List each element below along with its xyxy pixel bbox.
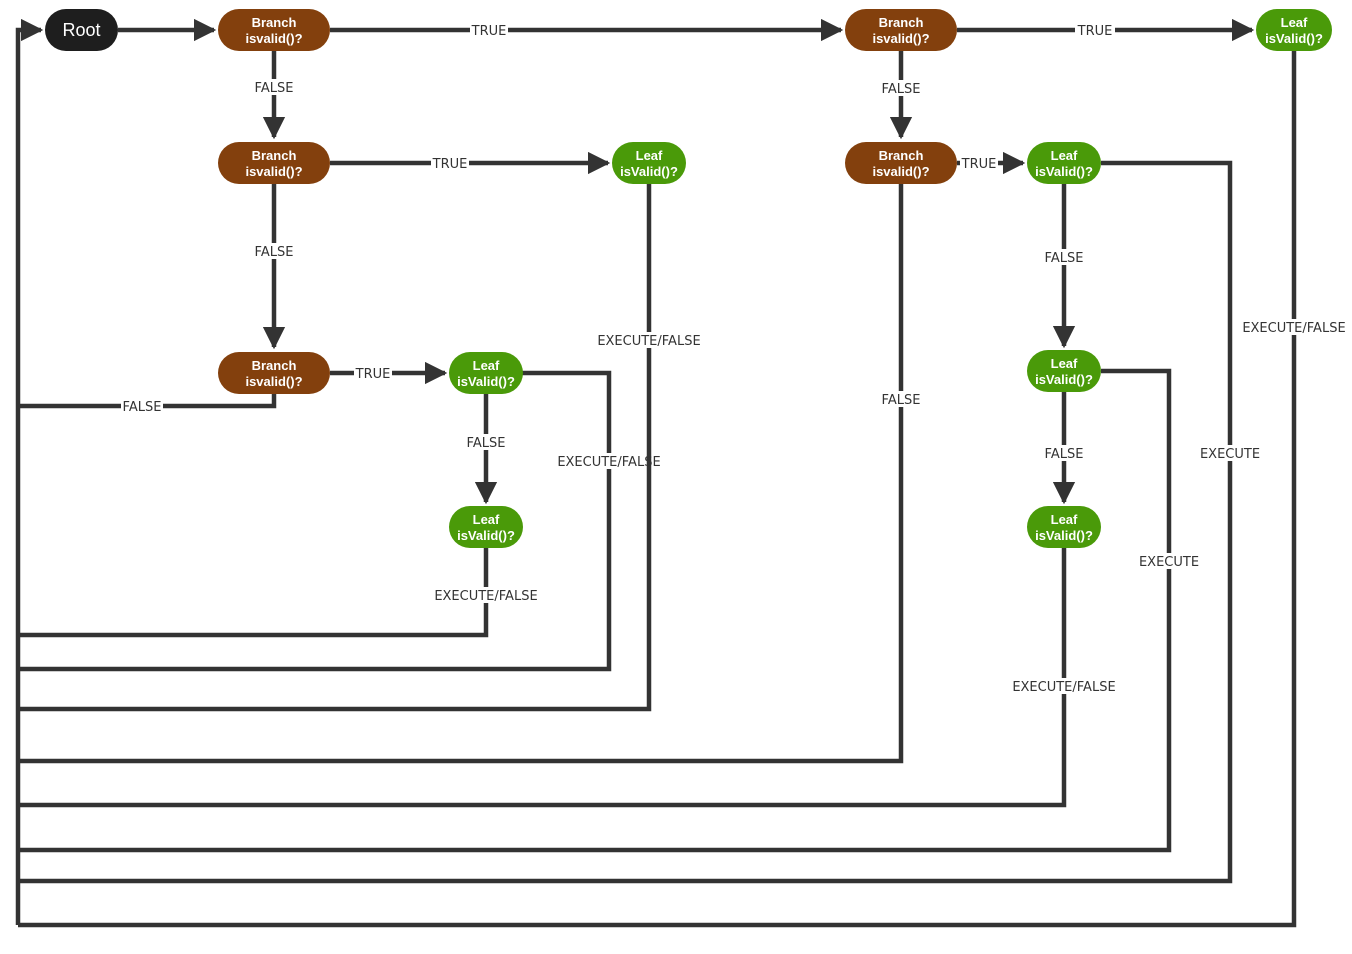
svg-text:Branch: Branch bbox=[252, 148, 297, 163]
edge-l2-return bbox=[18, 370, 612, 672]
label-l2-false: FALSE bbox=[465, 434, 507, 451]
svg-text:Leaf: Leaf bbox=[1051, 512, 1078, 527]
edge-l5-return bbox=[18, 368, 1172, 853]
label-b2-true: TRUE bbox=[431, 155, 469, 172]
branch-node-4[interactable]: Branch isvalid()? bbox=[845, 9, 957, 51]
svg-text:TRUE: TRUE bbox=[432, 157, 468, 172]
edge-labels: TRUE TRUE TRUE TRUE TRUE FALSE FALSE FA bbox=[121, 22, 1346, 695]
svg-text:TRUE: TRUE bbox=[355, 367, 391, 382]
edge-b3-return-false bbox=[18, 394, 277, 409]
svg-text:Branch: Branch bbox=[252, 358, 297, 373]
svg-text:Leaf: Leaf bbox=[473, 358, 500, 373]
label-b2-false: FALSE bbox=[253, 243, 295, 260]
svg-text:EXECUTE: EXECUTE bbox=[1200, 447, 1260, 462]
svg-text:Leaf: Leaf bbox=[473, 512, 500, 527]
svg-text:Branch: Branch bbox=[879, 15, 924, 30]
svg-text:FALSE: FALSE bbox=[1045, 447, 1084, 462]
label-b1-true: TRUE bbox=[470, 22, 508, 39]
svg-text:Leaf: Leaf bbox=[1051, 148, 1078, 163]
leaf-node-6[interactable]: Leaf isValid()? bbox=[1027, 506, 1101, 548]
svg-text:EXECUTE/FALSE: EXECUTE/FALSE bbox=[1012, 680, 1115, 695]
label-l3-exec: EXECUTE/FALSE bbox=[434, 587, 538, 604]
svg-text:FALSE: FALSE bbox=[882, 393, 921, 408]
edge-l6-return bbox=[18, 548, 1067, 808]
svg-text:TRUE: TRUE bbox=[471, 24, 507, 39]
svg-text:isvalid()?: isvalid()? bbox=[245, 374, 302, 389]
edges bbox=[15, 18, 1297, 928]
label-b1-false: FALSE bbox=[253, 79, 295, 96]
label-l2-exec: EXECUTE/FALSE bbox=[557, 453, 661, 470]
svg-text:TRUE: TRUE bbox=[961, 157, 997, 172]
svg-text:EXECUTE/FALSE: EXECUTE/FALSE bbox=[597, 334, 700, 349]
label-b4-true: TRUE bbox=[1075, 22, 1115, 39]
edge-l1-return bbox=[18, 184, 652, 712]
leaf-node-4[interactable]: Leaf isValid()? bbox=[1027, 142, 1101, 184]
nodes: Root Branch isvalid()? Branch isvalid()?… bbox=[45, 9, 1332, 548]
svg-text:isValid()?: isValid()? bbox=[1035, 528, 1093, 543]
svg-text:FALSE: FALSE bbox=[467, 436, 506, 451]
svg-text:Branch: Branch bbox=[252, 15, 297, 30]
svg-text:FALSE: FALSE bbox=[882, 82, 921, 97]
svg-text:isValid()?: isValid()? bbox=[1035, 372, 1093, 387]
label-l6-exec: EXECUTE/FALSE bbox=[1012, 678, 1116, 695]
root-node[interactable]: Root bbox=[45, 9, 118, 51]
svg-text:isvalid()?: isvalid()? bbox=[872, 31, 929, 46]
svg-text:Branch: Branch bbox=[879, 148, 924, 163]
svg-text:isValid()?: isValid()? bbox=[457, 528, 515, 543]
label-l1-exec: EXECUTE/FALSE bbox=[597, 332, 701, 349]
svg-text:EXECUTE/FALSE: EXECUTE/FALSE bbox=[557, 455, 660, 470]
edge-l7-return bbox=[18, 51, 1297, 928]
label-l5-false: FALSE bbox=[1043, 445, 1085, 462]
label-l5-exec: EXECUTE bbox=[1139, 553, 1199, 570]
svg-text:isvalid()?: isvalid()? bbox=[245, 31, 302, 46]
svg-text:EXECUTE/FALSE: EXECUTE/FALSE bbox=[434, 589, 537, 604]
svg-text:EXECUTE/FALSE: EXECUTE/FALSE bbox=[1242, 321, 1345, 336]
svg-text:FALSE: FALSE bbox=[123, 400, 162, 415]
branch-node-2[interactable]: Branch isvalid()? bbox=[218, 142, 330, 184]
label-b3-true: TRUE bbox=[354, 365, 392, 382]
branch-node-3[interactable]: Branch isvalid()? bbox=[218, 352, 330, 394]
svg-text:isValid()?: isValid()? bbox=[1265, 31, 1323, 46]
svg-text:isValid()?: isValid()? bbox=[620, 164, 678, 179]
label-l4-false: FALSE bbox=[1043, 249, 1085, 266]
svg-text:Leaf: Leaf bbox=[1281, 15, 1308, 30]
svg-text:FALSE: FALSE bbox=[1045, 251, 1084, 266]
svg-text:isvalid()?: isvalid()? bbox=[872, 164, 929, 179]
label-b4-false: FALSE bbox=[880, 80, 922, 97]
leaf-node-3[interactable]: Leaf isValid()? bbox=[449, 506, 523, 548]
branch-node-1[interactable]: Branch isvalid()? bbox=[218, 9, 330, 51]
edge-b5-return bbox=[18, 184, 904, 764]
leaf-node-5[interactable]: Leaf isValid()? bbox=[1027, 350, 1101, 392]
svg-text:TRUE: TRUE bbox=[1077, 24, 1113, 39]
edge-rail-to-root bbox=[15, 18, 44, 925]
label-l4-exec: EXECUTE bbox=[1200, 445, 1260, 462]
label-b5-false: FALSE bbox=[880, 391, 922, 408]
label-b3-false: FALSE bbox=[121, 398, 163, 415]
leaf-node-1[interactable]: Leaf isValid()? bbox=[612, 142, 686, 184]
svg-text:isValid()?: isValid()? bbox=[1035, 164, 1093, 179]
svg-text:isvalid()?: isvalid()? bbox=[245, 164, 302, 179]
label-b5-true: TRUE bbox=[960, 155, 998, 172]
label-l7-exec: EXECUTE/FALSE bbox=[1242, 319, 1346, 336]
svg-text:FALSE: FALSE bbox=[255, 81, 294, 96]
svg-text:isValid()?: isValid()? bbox=[457, 374, 515, 389]
svg-text:Leaf: Leaf bbox=[1051, 356, 1078, 371]
branch-node-5[interactable]: Branch isvalid()? bbox=[845, 142, 957, 184]
svg-text:Root: Root bbox=[62, 20, 100, 40]
edge-l4-return bbox=[18, 160, 1233, 884]
leaf-node-2[interactable]: Leaf isValid()? bbox=[449, 352, 523, 394]
svg-text:EXECUTE: EXECUTE bbox=[1139, 555, 1199, 570]
svg-text:Leaf: Leaf bbox=[636, 148, 663, 163]
leaf-node-7[interactable]: Leaf isValid()? bbox=[1256, 9, 1332, 51]
edge-l3-return bbox=[18, 548, 489, 638]
svg-text:FALSE: FALSE bbox=[255, 245, 294, 260]
